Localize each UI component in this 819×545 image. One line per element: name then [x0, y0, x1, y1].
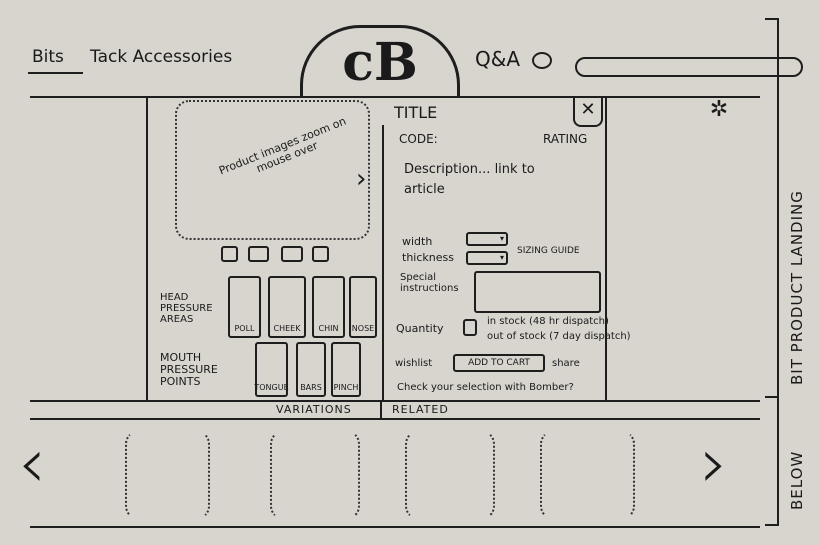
- mouth-tile-bars[interactable]: BARS: [296, 342, 326, 397]
- head-tile-nose[interactable]: NOSE: [349, 276, 377, 338]
- thumbnail[interactable]: [248, 246, 269, 262]
- carousel-item[interactable]: [405, 430, 495, 520]
- out-of-stock-text: out of stock (7 day dispatch): [487, 331, 631, 342]
- check-selection-link[interactable]: Check your selection with Bomber?: [397, 382, 574, 393]
- quantity-input[interactable]: [463, 319, 477, 336]
- tabs-bottom-line: [30, 418, 760, 420]
- carousel-item[interactable]: [270, 430, 360, 520]
- nav-bits[interactable]: Bits: [32, 47, 64, 67]
- brand-mark-icon: ✲: [709, 97, 729, 122]
- carousel-prev-chevron-icon[interactable]: ‹: [18, 422, 46, 504]
- product-image-area[interactable]: [175, 100, 370, 240]
- mouth-tile-pinch[interactable]: PINCH: [331, 342, 361, 397]
- product-title: TITLE: [394, 103, 438, 122]
- carousel-item[interactable]: [540, 430, 635, 520]
- carousel-item[interactable]: [125, 430, 210, 520]
- carousel-next-chevron-icon[interactable]: ›: [700, 422, 728, 504]
- mouth-tile-tongue[interactable]: TONGUE: [254, 342, 289, 397]
- thickness-label: thickness: [402, 251, 454, 264]
- thumbnail[interactable]: [221, 246, 238, 262]
- page-bottom-line: [30, 526, 760, 528]
- below-bracket: [765, 398, 779, 526]
- head-pressure-label: HEAD PRESSURE AREAS: [160, 292, 213, 325]
- landing-annotation: BIT PRODUCT LANDING: [788, 190, 806, 385]
- head-tile-chin[interactable]: CHIN: [312, 276, 345, 338]
- header-divider: [30, 96, 760, 98]
- tabs-top-line: [30, 400, 760, 402]
- product-rating: RATING: [543, 132, 588, 146]
- special-instructions-label: Special instructions: [400, 272, 459, 294]
- wishlist-link[interactable]: wishlist: [395, 358, 433, 369]
- nav-tack-accessories[interactable]: Tack Accessories: [90, 47, 233, 67]
- tab-related[interactable]: RELATED: [392, 403, 449, 416]
- close-icon[interactable]: ✕: [573, 97, 603, 127]
- width-select[interactable]: ▾: [466, 232, 508, 246]
- tab-separator: [380, 402, 382, 418]
- nav-bits-underline: [28, 72, 83, 74]
- product-code: CODE:: [399, 132, 438, 146]
- landing-bracket: [765, 18, 779, 398]
- product-description[interactable]: Description... link to article: [404, 162, 535, 197]
- panel-right-border: [605, 98, 607, 400]
- quantity-label: Quantity: [396, 322, 444, 335]
- width-label: width: [402, 235, 433, 248]
- qa-link[interactable]: Q&A: [475, 47, 521, 71]
- share-link[interactable]: share: [552, 358, 580, 369]
- in-stock-text: in stock (48 hr dispatch): [487, 316, 609, 327]
- special-instructions-input[interactable]: [474, 271, 601, 313]
- search-input[interactable]: [575, 57, 803, 77]
- below-annotation: BELOW: [788, 450, 806, 510]
- head-tile-cheek[interactable]: CHEEK: [268, 276, 306, 338]
- logo-text: cB: [342, 32, 418, 93]
- thickness-select[interactable]: ▾: [466, 251, 508, 265]
- panel-left-border: [146, 98, 148, 400]
- thumbnail[interactable]: [312, 246, 329, 262]
- mouth-pressure-label: MOUTH PRESSURE POINTS: [160, 351, 218, 389]
- next-image-chevron-icon[interactable]: ›: [356, 164, 367, 194]
- logo[interactable]: cB: [300, 25, 460, 97]
- head-tile-poll[interactable]: POLL: [228, 276, 261, 338]
- panel-mid-border: [382, 125, 384, 400]
- tab-variations[interactable]: VARIATIONS: [276, 403, 352, 416]
- add-to-cart-button[interactable]: ADD TO CART: [453, 354, 545, 372]
- speech-bubble-icon[interactable]: [532, 52, 552, 69]
- sizing-guide-link[interactable]: SIZING GUIDE: [517, 246, 580, 256]
- thumbnail[interactable]: [281, 246, 303, 262]
